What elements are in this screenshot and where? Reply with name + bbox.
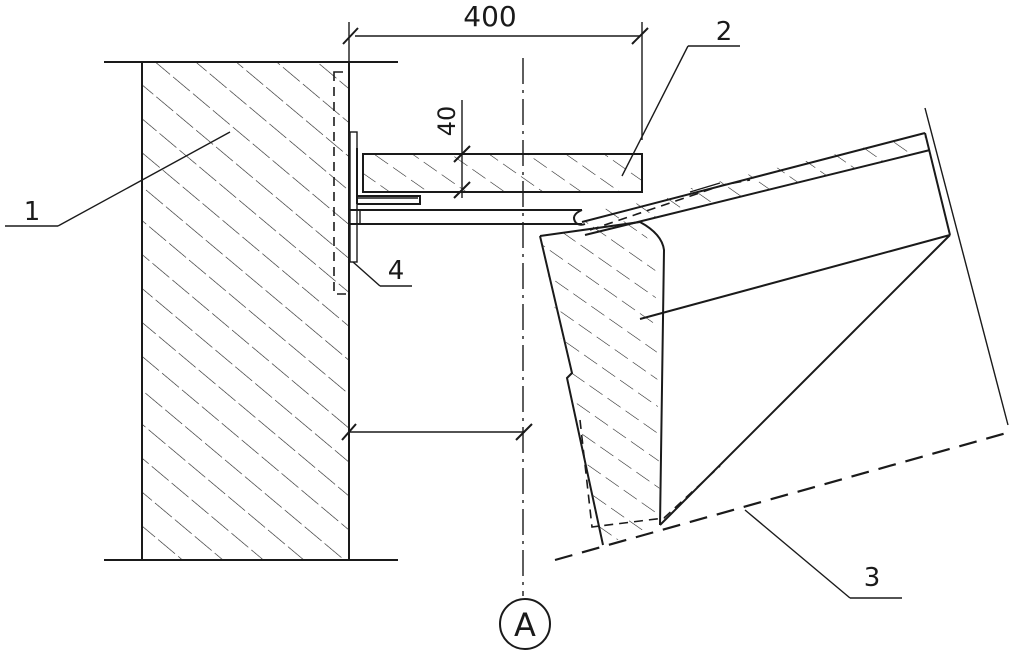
dimension-axis [341, 423, 533, 441]
callout-3-label: 3 [864, 563, 881, 593]
slab [362, 153, 643, 193]
gutter-element [539, 107, 1009, 546]
dimension-400-label: 400 [463, 0, 516, 33]
dimension-40-label: 40 [433, 106, 461, 137]
callout-2-label: 2 [716, 17, 733, 47]
callout-1: 1 [5, 131, 231, 227]
callout-3: 3 [744, 509, 902, 599]
slope-line [554, 430, 1011, 562]
dimension-400: 400 [342, 0, 649, 140]
dimension-40: 40 [433, 100, 471, 199]
wall [104, 61, 398, 561]
axis-a-label: A [514, 606, 536, 644]
callout-2: 2 [621, 17, 740, 177]
axis-a: A [499, 58, 551, 650]
callout-1-label: 1 [24, 197, 41, 227]
callout-4-label: 4 [388, 256, 405, 286]
bracket [333, 71, 582, 295]
callout-4: 4 [352, 256, 412, 287]
